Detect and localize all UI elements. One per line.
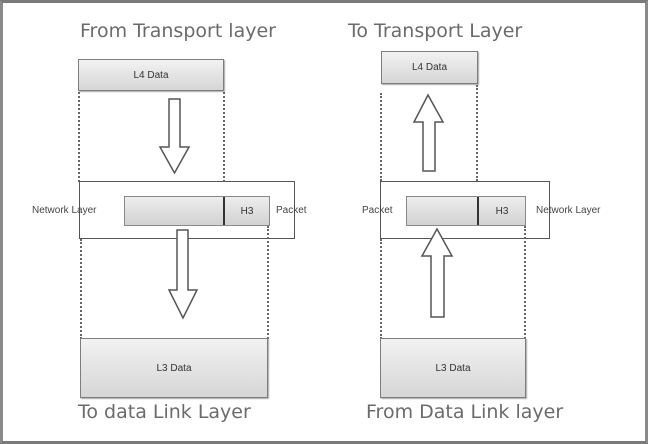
left-dotted-guide-l4-left <box>78 92 80 182</box>
right-up-arrow-top-icon <box>412 93 445 172</box>
right-l3-data-box: L3 Data <box>380 338 526 398</box>
right-dotted-guide-l4-left <box>380 93 382 181</box>
right-packet-bar: H3 <box>406 196 526 226</box>
right-dotted-guide-l3-left <box>380 239 382 339</box>
right-l4-data-box: L4 Data <box>381 51 478 84</box>
right-packet-label: Packet <box>362 205 393 216</box>
left-dotted-guide-l4-right <box>223 92 225 182</box>
right-h3-header: H3 <box>495 205 509 217</box>
left-l3-data-box: L3 Data <box>80 338 268 398</box>
left-packet-bar: H3 <box>124 196 270 226</box>
right-dotted-guide-l4-right <box>476 85 478 181</box>
left-dotted-guide-l3-right <box>267 226 269 339</box>
left-down-arrow-top-icon <box>158 98 191 175</box>
right-header-separator <box>477 197 479 225</box>
left-header-separator <box>223 197 225 225</box>
right-dotted-guide-l3-right <box>524 226 526 339</box>
left-h3-header: H3 <box>240 205 254 217</box>
right-bottom-caption: From Data Link layer <box>366 401 564 423</box>
left-down-arrow-bottom-icon <box>167 229 199 320</box>
right-up-arrow-bottom-icon <box>420 227 454 318</box>
left-packet-label: Packet <box>276 205 307 216</box>
left-top-caption: From Transport layer <box>80 20 276 42</box>
left-dotted-guide-l3-left <box>80 239 82 339</box>
right-network-layer-box <box>380 181 550 239</box>
right-network-layer-label: Network Layer <box>536 205 601 216</box>
left-bottom-caption: To data Link Layer <box>78 401 251 423</box>
right-top-caption: To Transport Layer <box>348 20 523 42</box>
left-network-layer-label: Network Layer <box>32 205 97 216</box>
left-l4-data-box: L4 Data <box>78 59 224 91</box>
